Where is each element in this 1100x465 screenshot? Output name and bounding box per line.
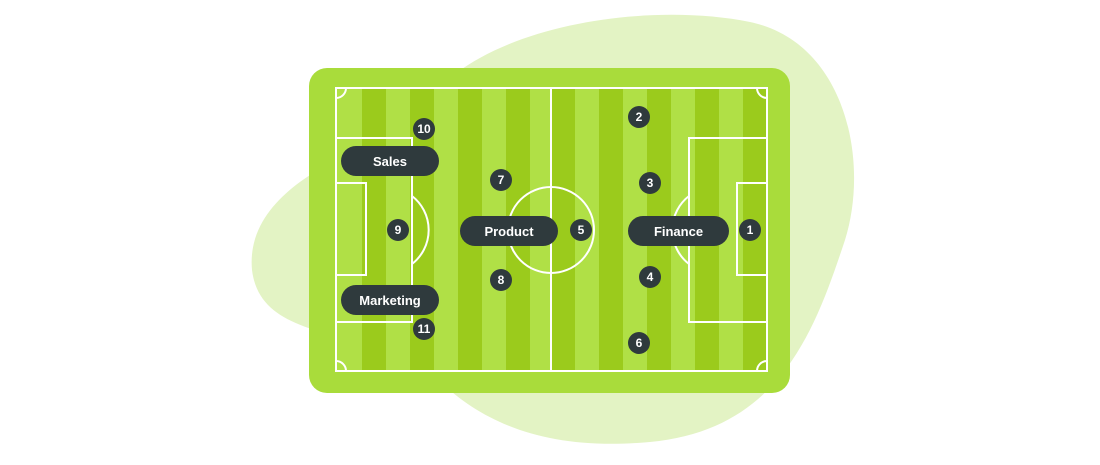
label-sales: Sales (341, 146, 439, 176)
label-product: Product (460, 216, 558, 246)
player-marker-11: 11 (413, 318, 435, 340)
player-marker-9: 9 (387, 219, 409, 241)
player-marker-5: 5 (570, 219, 592, 241)
player-marker-2: 2 (628, 106, 650, 128)
player-marker-7: 7 (490, 169, 512, 191)
player-marker-6: 6 (628, 332, 650, 354)
player-marker-1: 1 (739, 219, 761, 241)
player-marker-10: 10 (413, 118, 435, 140)
player-marker-4: 4 (639, 266, 661, 288)
label-marketing: Marketing (341, 285, 439, 315)
player-marker-3: 3 (639, 172, 661, 194)
label-finance: Finance (628, 216, 729, 246)
player-marker-8: 8 (490, 269, 512, 291)
